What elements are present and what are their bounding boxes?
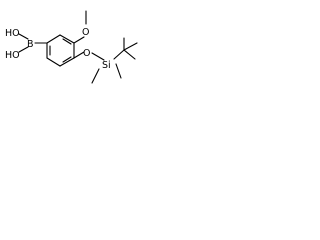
tbu-methyl-bond [123, 42, 138, 51]
ring-double-bond [62, 56, 72, 63]
ring-bond [59, 34, 75, 44]
si-methyl-bond [91, 68, 100, 84]
bond-lines [18, 10, 138, 84]
methoxy-oxygen-label: O [82, 27, 89, 38]
si-c-bond [113, 49, 125, 60]
o-si-bond [91, 52, 105, 61]
c-o-ether-bond [73, 51, 85, 59]
ring-bond [46, 57, 61, 67]
c-o-methoxy-bond [73, 36, 85, 44]
ring-bond [46, 34, 61, 44]
tbu-methyl-bond [123, 49, 136, 60]
si-methyl-bond [115, 63, 122, 79]
ring-bond [59, 57, 75, 67]
b-oh-bond [18, 33, 29, 40]
ether-oxygen-label: O [83, 48, 90, 59]
silicon-label: Si [102, 60, 111, 71]
boron-label: B [27, 39, 34, 50]
b-oh-bond [18, 46, 29, 53]
ring-double-bond [62, 38, 72, 45]
hydroxyl-upper-label: HO [5, 28, 20, 39]
molecule-diagram: B HO HO O O Si [5, 10, 138, 84]
atom-labels: B HO HO O O Si [5, 27, 111, 71]
hydroxyl-lower-label: HO [5, 50, 20, 61]
